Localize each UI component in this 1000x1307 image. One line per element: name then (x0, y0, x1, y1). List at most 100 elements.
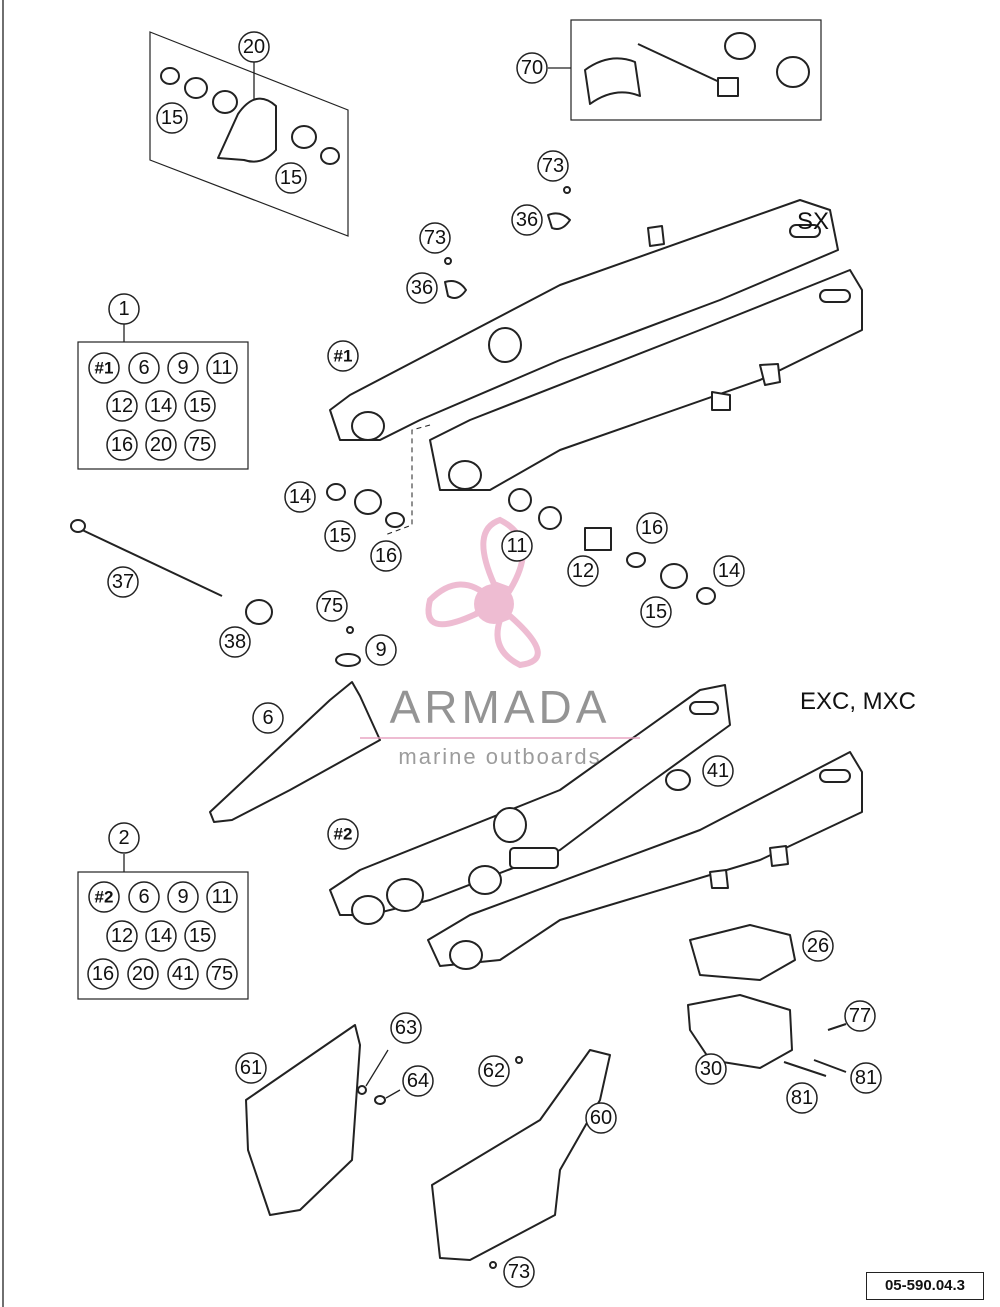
svg-text:70: 70 (521, 57, 543, 79)
svg-text:73: 73 (424, 227, 446, 249)
swingarm-sx-lower-arm (429, 269, 863, 491)
svg-text:11: 11 (507, 535, 528, 557)
callout-36: 36 (406, 272, 438, 304)
callout-15: 15 (156, 102, 188, 134)
callout-30: 30 (695, 1053, 727, 1085)
swingarm-sx (329, 199, 863, 536)
kit-2-part: 9 (167, 881, 199, 913)
model-label-exc-mxc: EXC, MXC (800, 688, 917, 715)
svg-text:1: 1 (118, 298, 129, 320)
document-code: 05-590.04.3 (866, 1272, 984, 1300)
screw-62 (515, 1056, 523, 1064)
bearing-15 (354, 489, 382, 515)
screw-73 (563, 186, 571, 194)
callout-38: 38 (219, 626, 251, 658)
press-cup (776, 56, 810, 88)
svg-text:14: 14 (718, 560, 740, 582)
kit-2-part: 75 (206, 958, 238, 990)
svg-text:15: 15 (189, 395, 211, 417)
svg-text:16: 16 (641, 517, 663, 539)
linkage-eye (386, 878, 424, 912)
svg-text:2: 2 (118, 827, 129, 849)
pivot-eye-left (351, 411, 385, 441)
leader-line (385, 1089, 401, 1099)
svg-text:41: 41 (707, 760, 729, 782)
screw-77 (827, 1023, 847, 1031)
chain-guide-26 (689, 924, 796, 981)
kit-1-part: 6 (128, 352, 160, 384)
pivot-bracket (217, 97, 277, 163)
svg-text:37: 37 (112, 571, 134, 593)
svg-text:64: 64 (407, 1070, 429, 1092)
callout-70: 70 (516, 52, 548, 84)
svg-text:14: 14 (150, 925, 172, 947)
callout-81: 81 (786, 1082, 818, 1114)
callout-16: 16 (636, 512, 668, 544)
clip-36 (444, 280, 467, 299)
assembly-guide (384, 424, 431, 536)
svg-text:15: 15 (329, 525, 351, 547)
seal-14 (696, 587, 716, 605)
callout-61: 61 (235, 1052, 267, 1084)
chain-slider-mount (647, 225, 665, 247)
svg-text:11: 11 (212, 886, 233, 908)
kit-2-frame (77, 871, 249, 1000)
callout-73: 73 (503, 1256, 535, 1288)
callout-9: 9 (365, 634, 397, 666)
brake-mount-tab (759, 363, 781, 386)
screw-73 (489, 1261, 497, 1269)
kit-1-part: 12 (106, 390, 138, 422)
kit-2-part: 41 (167, 958, 199, 990)
tool-kit-70-frame (570, 19, 822, 121)
callout-16: 16 (370, 540, 402, 572)
svg-text:20: 20 (132, 963, 154, 985)
kit-1-part: 16 (106, 429, 138, 461)
svg-text:14: 14 (150, 395, 172, 417)
svg-text:#2: #2 (95, 888, 114, 907)
axle-slot-upper (689, 701, 719, 715)
bearing-ring (184, 77, 208, 99)
bearing-kit-20-frame (149, 31, 349, 237)
chain-slider-6 (209, 681, 381, 823)
callout-36: 36 (511, 204, 543, 236)
kit-2-part: 11 (206, 881, 238, 913)
callout-15: 15 (640, 596, 672, 628)
callout-hash-1: #1 (327, 340, 359, 372)
svg-text:15: 15 (189, 925, 211, 947)
brake-mount-tab (709, 869, 729, 889)
callout-15: 15 (324, 520, 356, 552)
callout-75: 75 (316, 590, 348, 622)
svg-text:73: 73 (542, 155, 564, 177)
seal-14 (326, 483, 346, 501)
svg-text:15: 15 (280, 167, 302, 189)
svg-text:20: 20 (150, 434, 172, 456)
bushing-12 (584, 527, 612, 551)
axle-slot-lower (819, 289, 851, 303)
bearing-kit-20-group (149, 31, 349, 237)
kit-1-part: 14 (145, 390, 177, 422)
svg-text:38: 38 (224, 631, 246, 653)
svg-text:20: 20 (243, 36, 265, 58)
chain-guide-bracket-30 (687, 994, 793, 1069)
callout-37: 37 (107, 566, 139, 598)
tool-kit-70-group (548, 19, 822, 121)
half-shell (584, 57, 641, 105)
callout-81: 81 (850, 1062, 882, 1094)
kit-2-part: 15 (184, 920, 216, 952)
bearing-11 (538, 506, 562, 530)
leader-line (365, 1049, 389, 1087)
svg-text:30: 30 (700, 1058, 722, 1080)
linkage-eye (468, 865, 502, 895)
washer-16 (385, 512, 405, 528)
svg-text:81: 81 (791, 1087, 813, 1109)
plate-9 (335, 653, 361, 667)
svg-text:75: 75 (189, 434, 211, 456)
callout-26: 26 (802, 930, 834, 962)
clip-36 (547, 212, 571, 230)
axle-slot-lower (819, 769, 851, 783)
callout-20: 20 (238, 31, 270, 63)
linkage-cutout (509, 847, 559, 869)
kit-1-part: 15 (184, 390, 216, 422)
brake-mount-tab (711, 391, 731, 411)
